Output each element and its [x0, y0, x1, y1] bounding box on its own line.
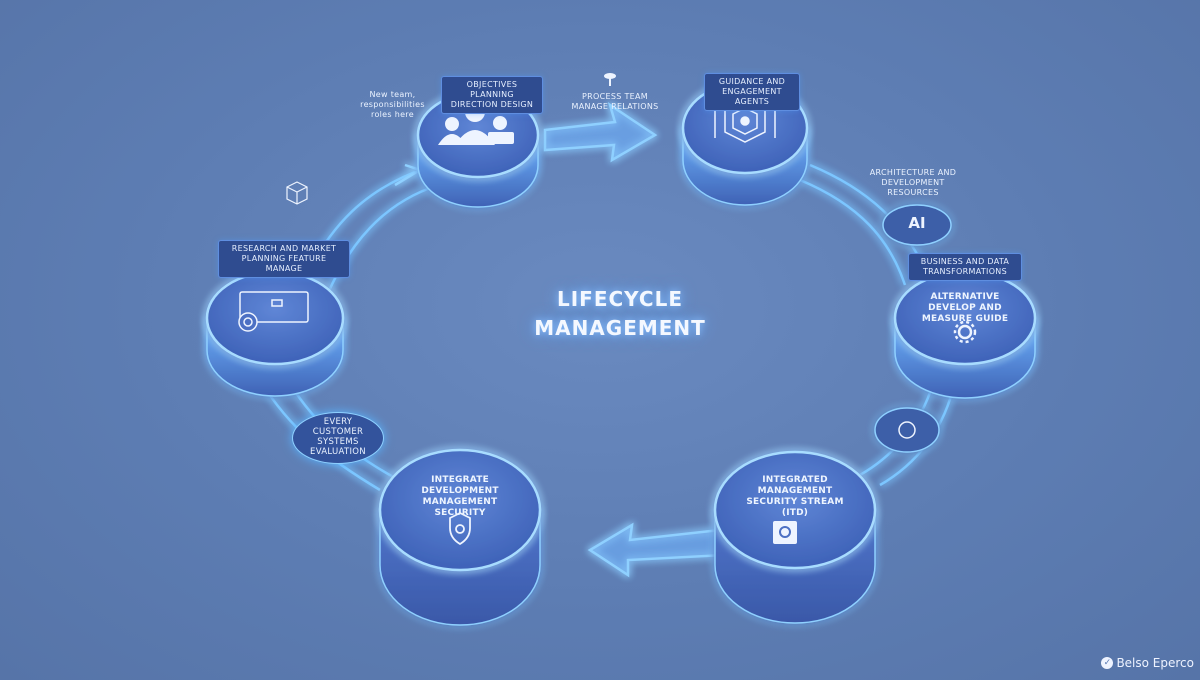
tag-left: RESEARCH AND MARKET PLANNING FEATURE MAN…: [218, 240, 350, 278]
tag-right: BUSINESS AND DATA TRANSFORMATIONS: [908, 253, 1022, 281]
gear-icon: [953, 320, 977, 344]
watermark: ✓ Belso Eperco: [1101, 656, 1194, 670]
network-icon: [874, 407, 940, 453]
title-line-1: LIFECYCLE: [556, 287, 684, 311]
disk-bottom-right-label: INTEGRATED MANAGEMENT SECURITY STREAM (I…: [746, 475, 844, 518]
watermark-text: Belso Eperco: [1116, 656, 1194, 670]
lightbulb-icon: [604, 73, 616, 86]
title-line-2: MANAGEMENT: [534, 316, 706, 340]
evaluation-bubble: [292, 412, 384, 464]
disk-left: [205, 270, 345, 397]
cube-icon: [286, 181, 308, 205]
note-top-center: PROCESS TEAM MANAGE RELATIONS: [571, 92, 659, 111]
note-right: ARCHITECTURE AND DEVELOPMENT RESOURCES: [869, 168, 957, 197]
ai-badge-label: AI: [908, 214, 926, 232]
tag-top-left: OBJECTIVES PLANNING DIRECTION DESIGN: [441, 76, 543, 114]
shield-gear-icon: [449, 511, 471, 546]
page-title: LIFECYCLE MANAGEMENT: [470, 285, 770, 343]
watermark-logo-icon: ✓: [1101, 657, 1114, 669]
disk-bottom-left-label: INTEGRATE DEVELOPMENT MANAGEMENT SECURIT…: [421, 475, 499, 518]
note-top-left: New team, responsibilities roles here: [360, 90, 425, 119]
ai-badge: [882, 204, 952, 246]
arrow-top: [543, 102, 658, 163]
dashboard-gear-icon: [238, 291, 309, 332]
disk-bottom-left: [378, 448, 542, 626]
arrow-bottom: [587, 522, 727, 578]
disk-bottom-right: [713, 450, 877, 624]
tag-top-right: GUIDANCE AND ENGAGEMENT AGENTS: [704, 73, 800, 111]
disk-right-label: ALTERNATIVE DEVELOP AND MEASURE GUIDE: [921, 292, 1009, 324]
disk-right: [893, 270, 1037, 399]
note-left: EVERY CUSTOMER SYSTEMS EVALUATION: [310, 417, 366, 457]
document-gear-icon: [773, 521, 797, 544]
